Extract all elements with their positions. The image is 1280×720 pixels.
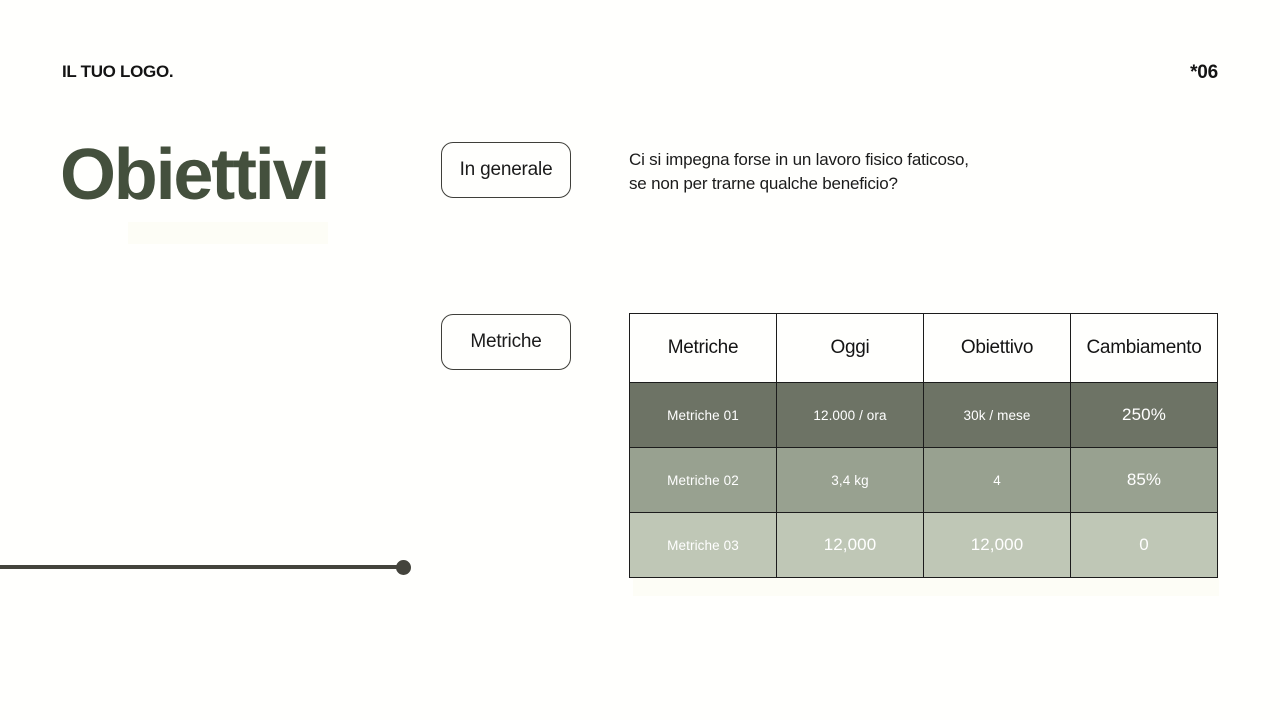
page-title: Obiettivi xyxy=(60,135,330,215)
table-row: Metriche 03 12,000 12,000 0 xyxy=(629,512,1218,578)
cell-metric: Metriche 03 xyxy=(629,512,777,578)
table-header-row: Metriche Oggi Obiettivo Cambiamento xyxy=(629,313,1218,383)
intro-paragraph: Ci si impegna forse in un lavoro fisico … xyxy=(629,148,1109,196)
page-number: *06 xyxy=(1190,62,1218,83)
title-backdrop xyxy=(128,222,328,244)
cell-goal: 30k / mese xyxy=(923,382,1071,448)
cell-goal: 4 xyxy=(923,447,1071,513)
cell-goal: 12,000 xyxy=(923,512,1071,578)
cell-metric: Metriche 02 xyxy=(629,447,777,513)
table-row: Metriche 01 12.000 / ora 30k / mese 250% xyxy=(629,382,1218,448)
cell-metric: Metriche 01 xyxy=(629,382,777,448)
progress-slider[interactable] xyxy=(0,560,412,575)
cell-change: 85% xyxy=(1070,447,1218,513)
slider-track xyxy=(0,565,400,569)
tag-in-generale-label: In generale xyxy=(459,159,553,180)
logo-text: IL TUO LOGO. xyxy=(62,62,174,81)
tag-in-generale[interactable]: In generale xyxy=(441,142,571,198)
tag-metriche-label: Metriche xyxy=(470,331,542,352)
cell-today: 12,000 xyxy=(776,512,924,578)
cell-change: 250% xyxy=(1070,382,1218,448)
column-header-cambiamento: Cambiamento xyxy=(1070,313,1218,383)
cell-change: 0 xyxy=(1070,512,1218,578)
column-header-metriche: Metriche xyxy=(629,313,777,383)
cell-today: 12.000 / ora xyxy=(776,382,924,448)
intro-line-2: se non per trarne qualche beneficio? xyxy=(629,174,898,193)
cell-today: 3,4 kg xyxy=(776,447,924,513)
table-row: Metriche 02 3,4 kg 4 85% xyxy=(629,447,1218,513)
slider-knob[interactable] xyxy=(396,560,411,575)
column-header-oggi: Oggi xyxy=(776,313,924,383)
tag-metriche[interactable]: Metriche xyxy=(441,314,571,370)
column-header-obiettivo: Obiettivo xyxy=(923,313,1071,383)
intro-line-1: Ci si impegna forse in un lavoro fisico … xyxy=(629,150,969,169)
metrics-table: Metriche Oggi Obiettivo Cambiamento Metr… xyxy=(629,313,1218,578)
